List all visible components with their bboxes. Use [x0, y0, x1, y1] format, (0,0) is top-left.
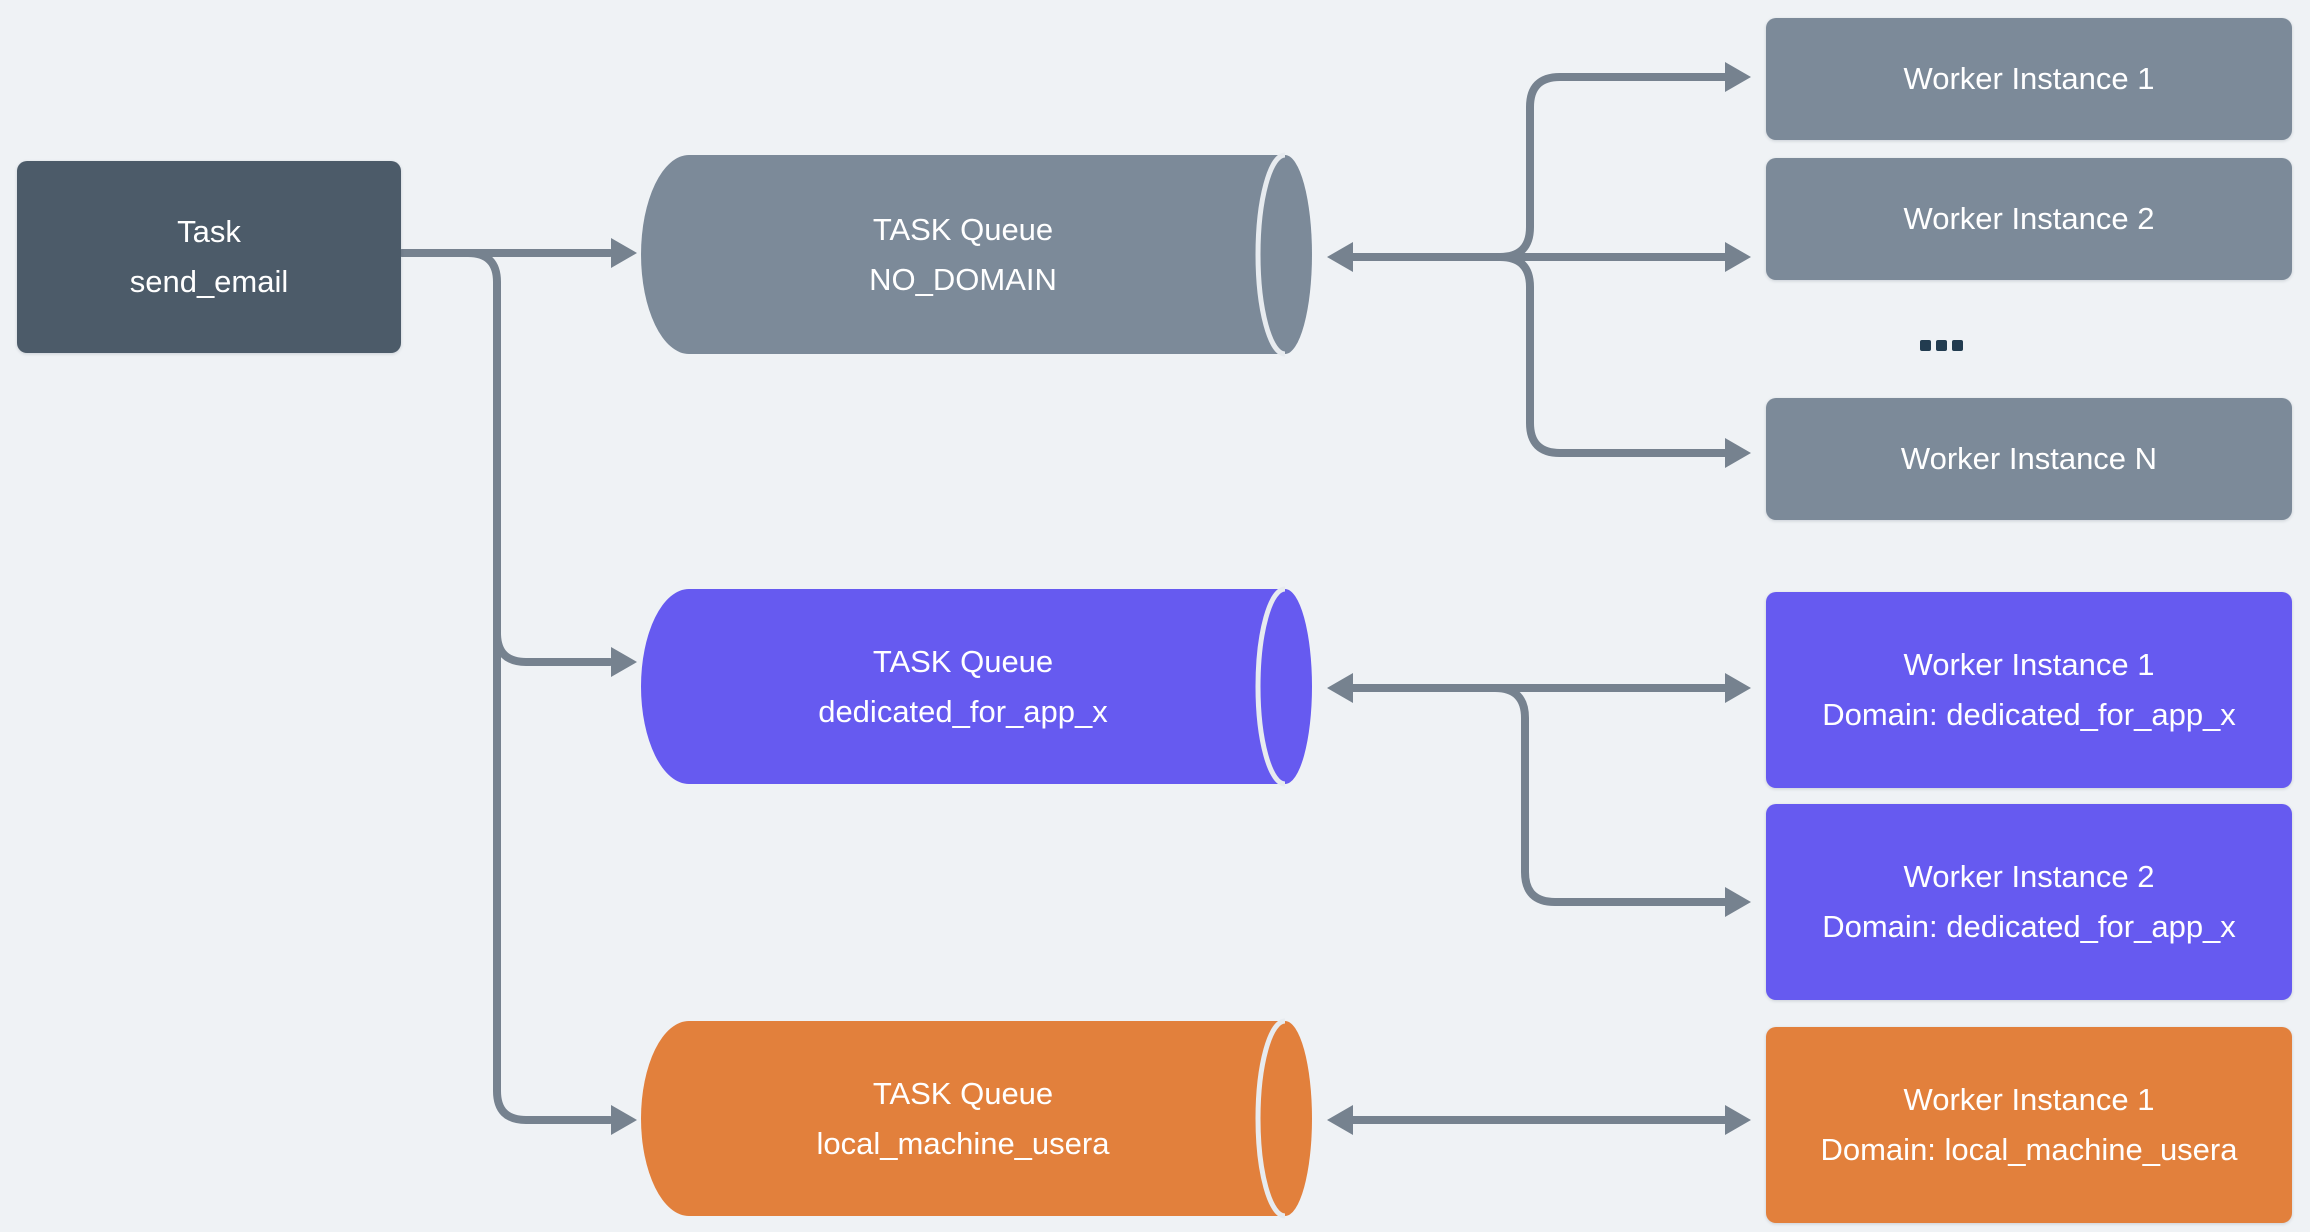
- orange-worker-instance-1: Worker Instance 1 Domain: local_machine_…: [1766, 1027, 2292, 1223]
- no-domain-queue-seam: [1255, 152, 1286, 357]
- arrowhead-back-to-local-queue: [1327, 1105, 1353, 1135]
- local-queue-seam: [1255, 1018, 1286, 1219]
- connector-lines: [398, 73, 1730, 1124]
- purple-worker-instance-2: Worker Instance 2 Domain: dedicated_for_…: [1766, 804, 2292, 1000]
- purple-worker-instance-1-label-line1: Worker Instance 1: [1903, 647, 2155, 682]
- arrowhead-back-to-no-domain-queue: [1327, 242, 1353, 272]
- arrow-heads: [611, 62, 1751, 1135]
- gray-worker-instance-2: Worker Instance 2: [1766, 158, 2292, 280]
- arrowhead-into-gray-worker-n: [1725, 438, 1751, 468]
- arrowhead-into-no-domain-queue: [611, 238, 637, 268]
- orange-worker-instance-1-label-line2: Domain: local_machine_usera: [1820, 1132, 2238, 1167]
- line-no-domain-up-branch: [1496, 73, 1730, 261]
- dedicated-queue-seam: [1255, 586, 1286, 787]
- ellipsis-dot-1: [1920, 340, 1931, 351]
- arrowhead-into-purple-worker-1: [1725, 673, 1751, 703]
- purple-worker-instance-1-label-line2: Domain: dedicated_for_app_x: [1822, 697, 2236, 732]
- arrowhead-into-gray-worker-2: [1725, 242, 1751, 272]
- line-task-trunk-to-local: [464, 249, 614, 1124]
- task-node-label-line2: send_email: [129, 264, 289, 299]
- line-dedicated-down-branch: [1491, 684, 1730, 906]
- purple-worker-instance-1: Worker Instance 1 Domain: dedicated_for_…: [1766, 592, 2292, 788]
- arrowhead-back-to-dedicated-queue: [1327, 673, 1353, 703]
- gray-worker-instance-n: Worker Instance N: [1766, 398, 2292, 520]
- gray-worker-instance-1: Worker Instance 1: [1766, 18, 2292, 140]
- line-branch-to-dedicated: [493, 629, 614, 666]
- purple-worker-instance-2-label-line1: Worker Instance 2: [1903, 859, 2155, 894]
- arrowhead-into-orange-worker-1: [1725, 1105, 1751, 1135]
- line-no-domain-down-branch: [1496, 253, 1730, 457]
- ellipsis-dot-2: [1936, 340, 1947, 351]
- purple-worker-instance-2-label-line2: Domain: dedicated_for_app_x: [1822, 909, 2236, 944]
- local-queue-cylinder: [641, 1021, 1312, 1216]
- dedicated-queue-cylinder: [641, 589, 1312, 784]
- gray-worker-instance-n-label: Worker Instance N: [1900, 441, 2158, 476]
- no-domain-queue-cylinder: [641, 155, 1312, 354]
- arrowhead-into-purple-worker-2: [1725, 887, 1751, 917]
- ellipsis-dot-3: [1952, 340, 1963, 351]
- gray-worker-instance-1-label: Worker Instance 1: [1903, 61, 2155, 96]
- task-node-label-line1: Task: [177, 214, 241, 249]
- more-workers-ellipsis: ...: [1920, 340, 1963, 351]
- arrowhead-into-gray-worker-1: [1725, 62, 1751, 92]
- queue-cylinders: [641, 152, 1312, 1219]
- orange-worker-instance-1-label-line1: Worker Instance 1: [1903, 1082, 2155, 1117]
- arrowhead-into-local-queue: [611, 1105, 637, 1135]
- task-node: Task send_email: [17, 161, 401, 353]
- arrowhead-into-dedicated-queue: [611, 647, 637, 677]
- gray-worker-instance-2-label: Worker Instance 2: [1903, 201, 2155, 236]
